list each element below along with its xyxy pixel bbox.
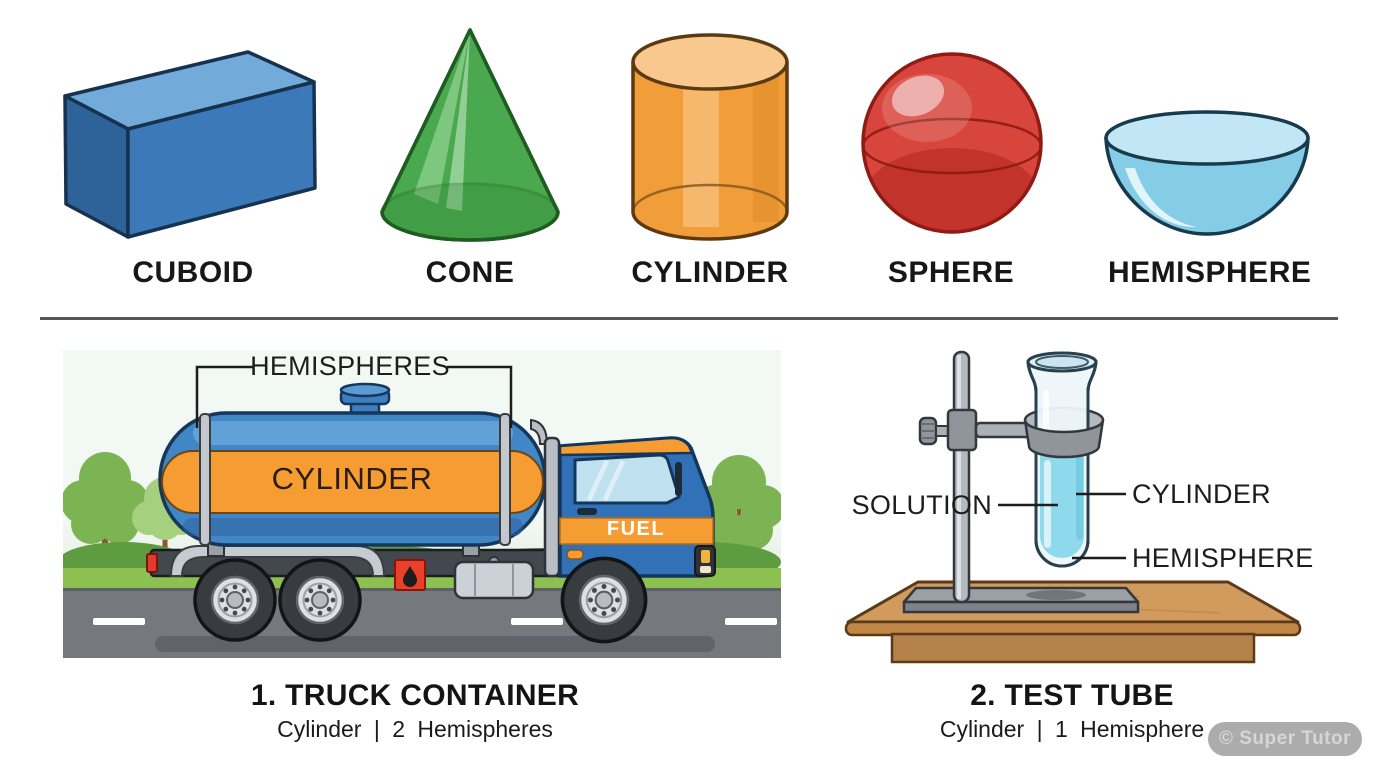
- turn-signal: [701, 550, 710, 563]
- cylinder-shape: [631, 33, 789, 241]
- hemisphere-shape: [1104, 110, 1310, 236]
- door-handle: [577, 508, 597, 515]
- truck-shadow: [155, 636, 715, 652]
- side-mirror: [675, 462, 682, 496]
- test-tube: [1026, 351, 1098, 568]
- truck-illustration: HEMISPHERES CYLINDER FUEL: [63, 350, 781, 658]
- tank-hatch-dome: [339, 382, 391, 418]
- cuboid-label: CUBOID: [132, 256, 254, 289]
- test-tube-illustration: SOLUTION CYLINDER HEMISPHERE: [830, 350, 1360, 665]
- sphere-label: SPHERE: [887, 256, 1015, 289]
- stand-base-plate: [902, 586, 1140, 614]
- hemisphere-callout: HEMISPHERE: [1132, 543, 1314, 573]
- cab-window: [573, 453, 681, 505]
- rear-wheel-2: [278, 558, 362, 642]
- hemispheres-annotation: HEMISPHERES: [250, 351, 450, 381]
- tank-strap-left: [199, 413, 211, 546]
- solution-callout: SOLUTION: [851, 490, 992, 520]
- tank-strap-right: [499, 413, 511, 546]
- side-fuel-tank: [453, 556, 535, 600]
- cuboid-shape: [63, 50, 317, 239]
- tree-right-large: [693, 455, 781, 574]
- cab-orange-band: [559, 517, 714, 545]
- section-divider: [40, 317, 1338, 320]
- tank-orange-band: [161, 450, 544, 514]
- truck-caption-sub: Cylinder | 2 Hemispheres: [277, 716, 553, 742]
- cylinder-label: CYLINDER: [631, 256, 789, 289]
- rear-wheel-1: [193, 558, 277, 642]
- rear-light: [146, 553, 158, 573]
- headlight: [700, 566, 711, 573]
- watermark-badge: © Super Tutor: [1208, 722, 1362, 756]
- road: [63, 588, 781, 658]
- cylinder-callout: CYLINDER: [1132, 479, 1271, 509]
- truck-caption-title: 1. TRUCK CONTAINER: [250, 679, 580, 712]
- tanker-tank: [158, 382, 547, 557]
- stand-pole: [952, 350, 971, 604]
- test-tube-caption-sub: Cylinder | 1 Hemisphere: [939, 716, 1205, 742]
- front-wheel: [560, 556, 648, 644]
- hemispheres-bracket-lines: [195, 365, 513, 428]
- cone-shape: [380, 28, 560, 242]
- cone-label: CONE: [425, 256, 515, 289]
- cab-roof-stripe: [558, 436, 694, 457]
- hazard-placard: [394, 559, 426, 591]
- sphere-shape: [861, 52, 1043, 234]
- hemisphere-label: HEMISPHERE: [1108, 256, 1312, 289]
- test-tube-scene-art: [844, 350, 1302, 664]
- test-tube-caption-title: 2. TEST TUBE: [970, 679, 1174, 712]
- callout-lines: [998, 492, 1126, 560]
- clamp-ring-front: [1023, 419, 1105, 459]
- truck-cab: [558, 436, 716, 578]
- cab-fuel-text: FUEL: [606, 518, 666, 540]
- clamp-block: [946, 408, 978, 452]
- tank-cylinder-text: CYLINDER: [271, 461, 433, 496]
- marker-light: [566, 549, 584, 560]
- truck-scene-art: [63, 365, 781, 658]
- table-apron: [890, 632, 1256, 664]
